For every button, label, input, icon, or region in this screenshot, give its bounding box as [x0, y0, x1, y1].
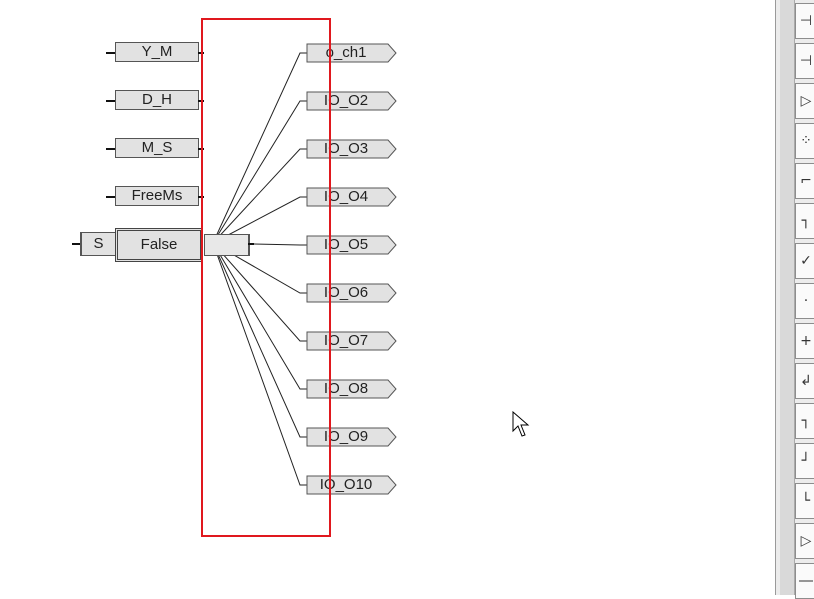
input-block-freems[interactable]: FreeMs: [115, 186, 199, 206]
output-tag-io-o5[interactable]: IO_O5: [306, 235, 398, 255]
wire-1: [212, 52, 307, 244]
dotted-box-icon[interactable]: ⁘: [795, 123, 814, 159]
output-tag-label: IO_O3: [323, 140, 369, 157]
output-tag-o-ch1[interactable]: o_ch1: [306, 43, 398, 63]
output-tag-io-o8[interactable]: IO_O8: [306, 379, 398, 399]
block-l-icon[interactable]: └: [795, 483, 814, 519]
main-block-prefix[interactable]: S: [80, 232, 116, 256]
input-pin: [106, 100, 116, 102]
main-input-pin: [72, 243, 82, 245]
block-icon[interactable]: ⌐: [795, 163, 814, 199]
output-tag-io-o4[interactable]: IO_O4: [306, 187, 398, 207]
block-bottom-icon[interactable]: ―: [795, 563, 814, 599]
wire-6: [212, 242, 307, 294]
input-pin: [106, 52, 116, 54]
wire-10: [212, 242, 307, 486]
junction-icon[interactable]: ⊣: [795, 3, 814, 39]
main-block-output-port[interactable]: [204, 234, 250, 256]
output-tag-label: IO_O7: [323, 332, 369, 349]
block-arrow-icon[interactable]: ▷: [795, 523, 814, 559]
input-pin: [106, 148, 116, 150]
block-left-icon[interactable]: ┘: [795, 443, 814, 479]
input-pin: [198, 148, 204, 150]
output-tag-io-o2[interactable]: IO_O2: [306, 91, 398, 111]
component-toolbar: ⊣ ⊣ ▷ ⁘ ⌐ ┐ ✓ ⋅ + ↲ ┐ ┘ └ ▷ ―: [775, 0, 814, 599]
wire-9: [212, 242, 307, 438]
main-block-false[interactable]: False: [115, 228, 203, 262]
output-tag-io-o3[interactable]: IO_O3: [306, 139, 398, 159]
input-block-d-h[interactable]: D_H: [115, 90, 199, 110]
output-tag-label: IO_O8: [323, 380, 369, 397]
canvas-margin: [760, 0, 775, 595]
input-block-m-s[interactable]: M_S: [115, 138, 199, 158]
input-pin: [106, 196, 116, 198]
wire-2: [212, 100, 307, 244]
wire-3: [212, 148, 307, 244]
block-plus-icon[interactable]: +: [795, 323, 814, 359]
output-tag-label: IO_O6: [323, 284, 369, 301]
mouse-cursor-icon: [512, 411, 530, 437]
input-pin: [198, 100, 204, 102]
input-pin: [198, 196, 204, 198]
output-tag-io-o6[interactable]: IO_O6: [306, 283, 398, 303]
output-tag-label: IO_O9: [323, 428, 369, 445]
block-dot-icon[interactable]: ⋅: [795, 283, 814, 319]
output-tag-label: IO_O10: [319, 476, 373, 493]
block-down-icon[interactable]: ↲: [795, 363, 814, 399]
block-check-icon[interactable]: ✓: [795, 243, 814, 279]
output-tag-io-o10[interactable]: IO_O10: [306, 475, 398, 495]
junction-alt-icon[interactable]: ⊣: [795, 43, 814, 79]
wire-4: [212, 196, 307, 244]
output-tag-io-o9[interactable]: IO_O9: [306, 427, 398, 447]
main-output-pin: [248, 243, 254, 245]
block-corner-icon[interactable]: ┐: [795, 203, 814, 239]
wire-7: [212, 242, 307, 342]
block-right-icon[interactable]: ┐: [795, 403, 814, 439]
input-block-y-m[interactable]: Y_M: [115, 42, 199, 62]
buffer-icon[interactable]: ▷: [795, 83, 814, 119]
connection-wires: [212, 52, 307, 486]
output-tag-io-o7[interactable]: IO_O7: [306, 331, 398, 351]
output-tag-label: IO_O4: [323, 188, 369, 205]
input-pin: [198, 52, 204, 54]
toolbar-rail: [780, 0, 795, 595]
wire-8: [212, 242, 307, 390]
output-tag-label: o_ch1: [325, 44, 367, 61]
output-tag-label: IO_O5: [323, 236, 369, 253]
output-tag-label: IO_O2: [323, 92, 369, 109]
diagram-canvas[interactable]: Y_M D_H M_S FreeMs S False o_ch1 IO_O2 I…: [0, 0, 760, 595]
